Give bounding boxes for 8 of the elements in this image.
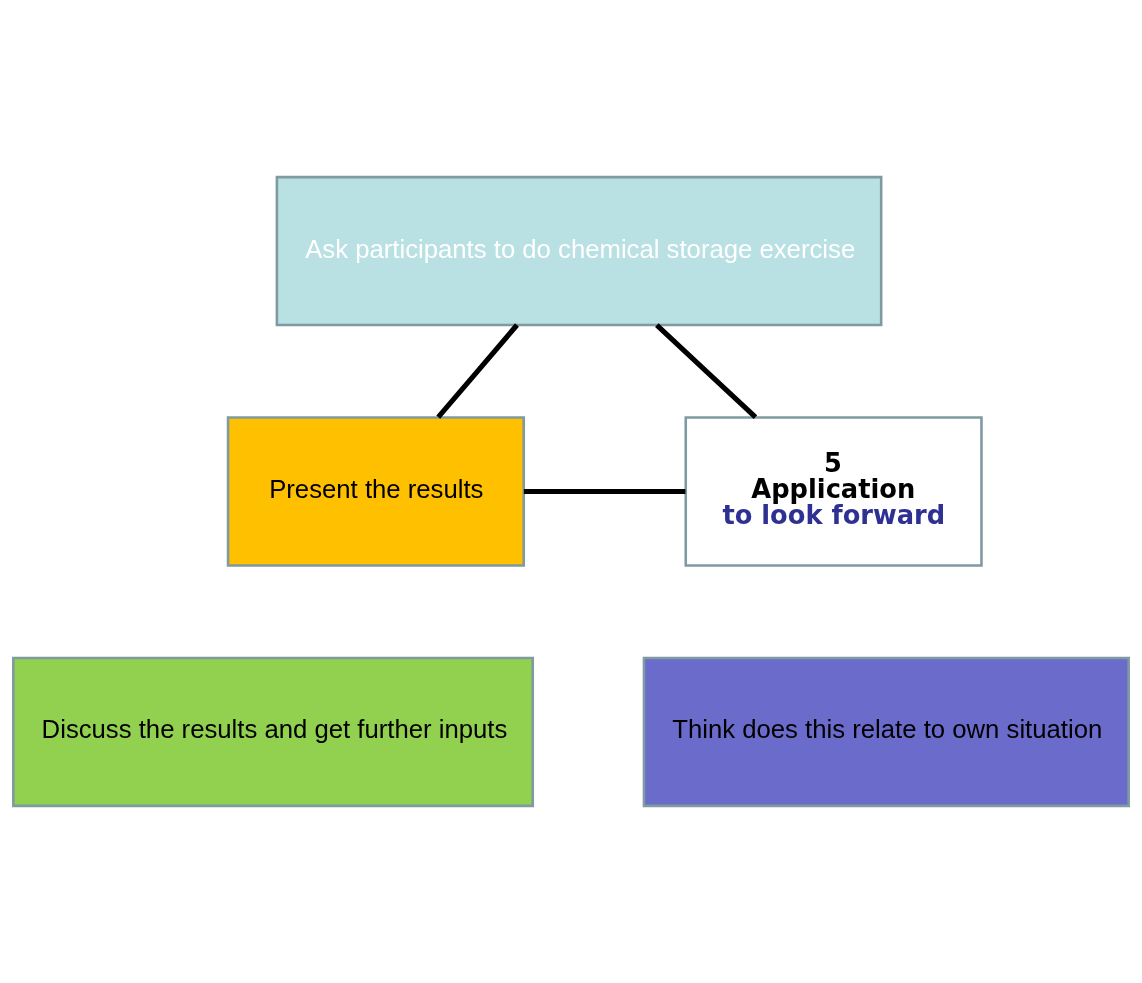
connector [655, 323, 758, 420]
connector [436, 323, 519, 419]
node-box: Discuss the results and get further inputs [12, 656, 535, 808]
node-box: Present the results [226, 416, 526, 567]
node-box: Ask participants to do chemical storage exercise [275, 175, 883, 327]
connector [523, 488, 686, 495]
node-box: 5 Application to look forward [684, 416, 983, 567]
node-box: Think does this relate to own situation [642, 656, 1130, 808]
